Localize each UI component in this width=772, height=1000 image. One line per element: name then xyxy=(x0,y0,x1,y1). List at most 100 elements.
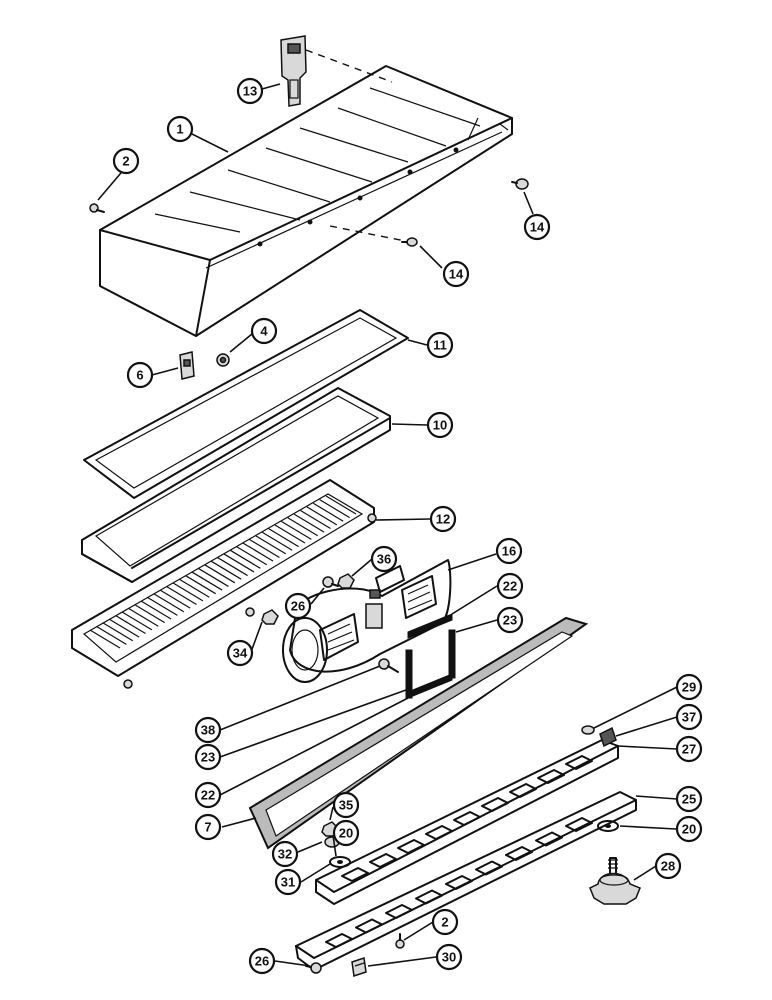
louvre-slot xyxy=(505,846,533,861)
grille-slat xyxy=(178,578,210,598)
callout-23-upper-label: 23 xyxy=(503,613,517,628)
callout-34[interactable]: 34 xyxy=(226,639,254,667)
part-16-blower xyxy=(282,559,452,683)
callout-36[interactable]: 36 xyxy=(370,545,398,573)
callout-26-upper-label: 26 xyxy=(291,599,305,614)
callout-20-right[interactable]: 20 xyxy=(675,815,703,843)
part-2-screw-bottom xyxy=(395,933,405,949)
grille-slat xyxy=(102,622,134,642)
callout-38[interactable]: 38 xyxy=(194,716,222,744)
callout-13[interactable]: 13 xyxy=(236,77,264,105)
callout-22-lower[interactable]: 22 xyxy=(194,781,222,809)
callout-22-upper[interactable]: 22 xyxy=(496,572,524,600)
callout-10[interactable]: 10 xyxy=(426,411,454,439)
callout-30-label: 30 xyxy=(442,950,456,965)
callout-6[interactable]: 6 xyxy=(126,361,154,389)
callout-2-bottom[interactable]: 2 xyxy=(431,908,459,936)
grille-slat xyxy=(89,629,121,649)
grille-slat xyxy=(115,614,146,635)
part-22-strip-upper xyxy=(407,613,453,639)
part-29-clip xyxy=(581,725,595,735)
part-22-strip-lower xyxy=(407,673,453,699)
callout-20-left[interactable]: 20 xyxy=(332,819,360,847)
callout-14-center[interactable]: 14 xyxy=(442,260,470,288)
grille-slat xyxy=(306,506,338,526)
callout-12[interactable]: 12 xyxy=(429,505,457,533)
callout-37[interactable]: 37 xyxy=(675,703,703,731)
callout-11-label: 11 xyxy=(433,338,447,353)
part-36-nut xyxy=(337,573,355,589)
callout-23-upper[interactable]: 23 xyxy=(496,606,524,634)
callout-32[interactable]: 32 xyxy=(271,840,299,868)
callout-29-label: 29 xyxy=(682,680,696,695)
part-20-washer-left xyxy=(329,856,351,868)
callout-16[interactable]: 16 xyxy=(495,537,523,565)
callout-7-label: 7 xyxy=(204,820,211,835)
callout-35[interactable]: 35 xyxy=(332,791,360,819)
grille-slat xyxy=(274,524,306,544)
grille-slat xyxy=(223,553,255,573)
callout-23-lower-label: 23 xyxy=(201,750,215,765)
callout-11[interactable]: 11 xyxy=(426,331,454,359)
callout-34-label: 34 xyxy=(233,646,248,661)
callout-4-label: 4 xyxy=(260,324,268,339)
callout-14-right-label: 14 xyxy=(530,220,545,235)
callout-28-label: 28 xyxy=(661,859,675,874)
louvre-slot xyxy=(325,933,353,948)
callout-20-left-label: 20 xyxy=(339,826,353,841)
grille-slat xyxy=(198,567,229,587)
part-14-pin-right xyxy=(511,178,529,190)
part-23-strip-right xyxy=(448,629,456,679)
callout-30[interactable]: 30 xyxy=(435,943,463,971)
callout-27[interactable]: 27 xyxy=(675,735,703,763)
callout-23-lower[interactable]: 23 xyxy=(194,743,222,771)
louvre-slot xyxy=(385,904,413,919)
callout-7[interactable]: 7 xyxy=(194,813,222,841)
callout-26-lower[interactable]: 26 xyxy=(248,947,276,975)
callout-6-label: 6 xyxy=(136,368,143,383)
callout-37-label: 37 xyxy=(682,710,696,725)
callout-35-label: 35 xyxy=(339,798,353,813)
part-14-pin-center xyxy=(401,237,418,247)
callout-14-right[interactable]: 14 xyxy=(523,213,551,241)
callout-22-upper-label: 22 xyxy=(503,579,517,594)
grille-slat xyxy=(236,546,268,566)
grille-slat xyxy=(293,513,325,533)
part-34-nut xyxy=(261,609,279,625)
callout-4[interactable]: 4 xyxy=(250,317,278,345)
leader-14-dashed xyxy=(329,225,406,242)
louvre-slot xyxy=(415,889,443,905)
louvre-slot xyxy=(475,860,503,876)
callout-22-lower-label: 22 xyxy=(201,788,215,803)
grille-slat xyxy=(217,557,248,577)
grille-slat xyxy=(319,499,350,519)
grille-slat xyxy=(281,520,312,540)
callout-14-center-label: 14 xyxy=(449,267,464,282)
callout-1[interactable]: 1 xyxy=(166,115,194,143)
callout-12-label: 12 xyxy=(436,512,450,527)
grille-slat xyxy=(191,571,223,591)
louvre-slots-upper xyxy=(341,755,593,882)
callouts: 13 1 2 14 14 4 6 11 10 12 16 36 26 22 23… xyxy=(112,77,703,975)
louvre-slot xyxy=(453,811,481,826)
part-37-clip xyxy=(599,726,617,748)
grille-slats xyxy=(89,495,357,649)
callout-28[interactable]: 28 xyxy=(654,852,682,880)
callout-25[interactable]: 25 xyxy=(675,785,703,813)
callout-20-right-label: 20 xyxy=(682,822,696,837)
callout-2-top[interactable]: 2 xyxy=(112,147,140,175)
grille-slat xyxy=(96,625,127,645)
grille-slat xyxy=(127,607,159,627)
callout-10-label: 10 xyxy=(433,418,447,433)
part-30-screw xyxy=(351,957,367,977)
louvre-slots-lower xyxy=(325,817,593,948)
callout-31[interactable]: 31 xyxy=(274,868,302,896)
part-26-screw-upper xyxy=(322,576,339,588)
grille-slat xyxy=(121,611,153,631)
grille-slat xyxy=(210,560,242,580)
louvre-slot xyxy=(565,817,593,832)
grille-slat xyxy=(230,549,261,569)
grille-slat xyxy=(312,502,344,522)
callout-26-upper[interactable]: 26 xyxy=(284,592,312,620)
callout-29[interactable]: 29 xyxy=(675,673,703,701)
